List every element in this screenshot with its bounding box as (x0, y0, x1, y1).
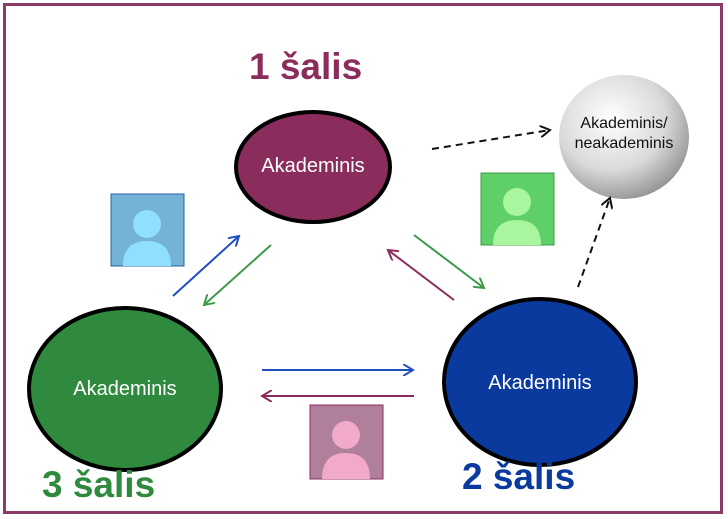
person-icon-pink (309, 404, 384, 480)
dashed-arrow-1-to-external (431, 130, 550, 150)
arrow-3-to-1 (172, 236, 239, 297)
person-icon-green (480, 172, 555, 246)
external-node (559, 75, 689, 199)
arrow-2-to-1 (388, 250, 455, 301)
country3-node (27, 306, 223, 472)
person-icon-blue (110, 193, 185, 267)
arrow-1-to-2 (413, 234, 484, 288)
country2-title: 2 šalis (462, 456, 576, 497)
country1-node-label: Akademinis (261, 155, 365, 177)
country3-node-label: Akademinis (73, 378, 177, 400)
arrow-1-to-3 (204, 244, 272, 305)
country1-title: 1 šalis (249, 46, 363, 87)
external-label-line2: neakademinis (574, 135, 674, 152)
country1-node (234, 110, 392, 224)
dashed-arrow-2-to-external (577, 198, 610, 288)
external-node-label: Akademinis/ neakademinis (559, 114, 689, 154)
country3-title: 3 šalis (42, 464, 156, 505)
external-label-line1: Akademinis/ (580, 115, 668, 132)
country2-node-label: Akademinis (488, 372, 592, 394)
country2-node (442, 297, 638, 467)
